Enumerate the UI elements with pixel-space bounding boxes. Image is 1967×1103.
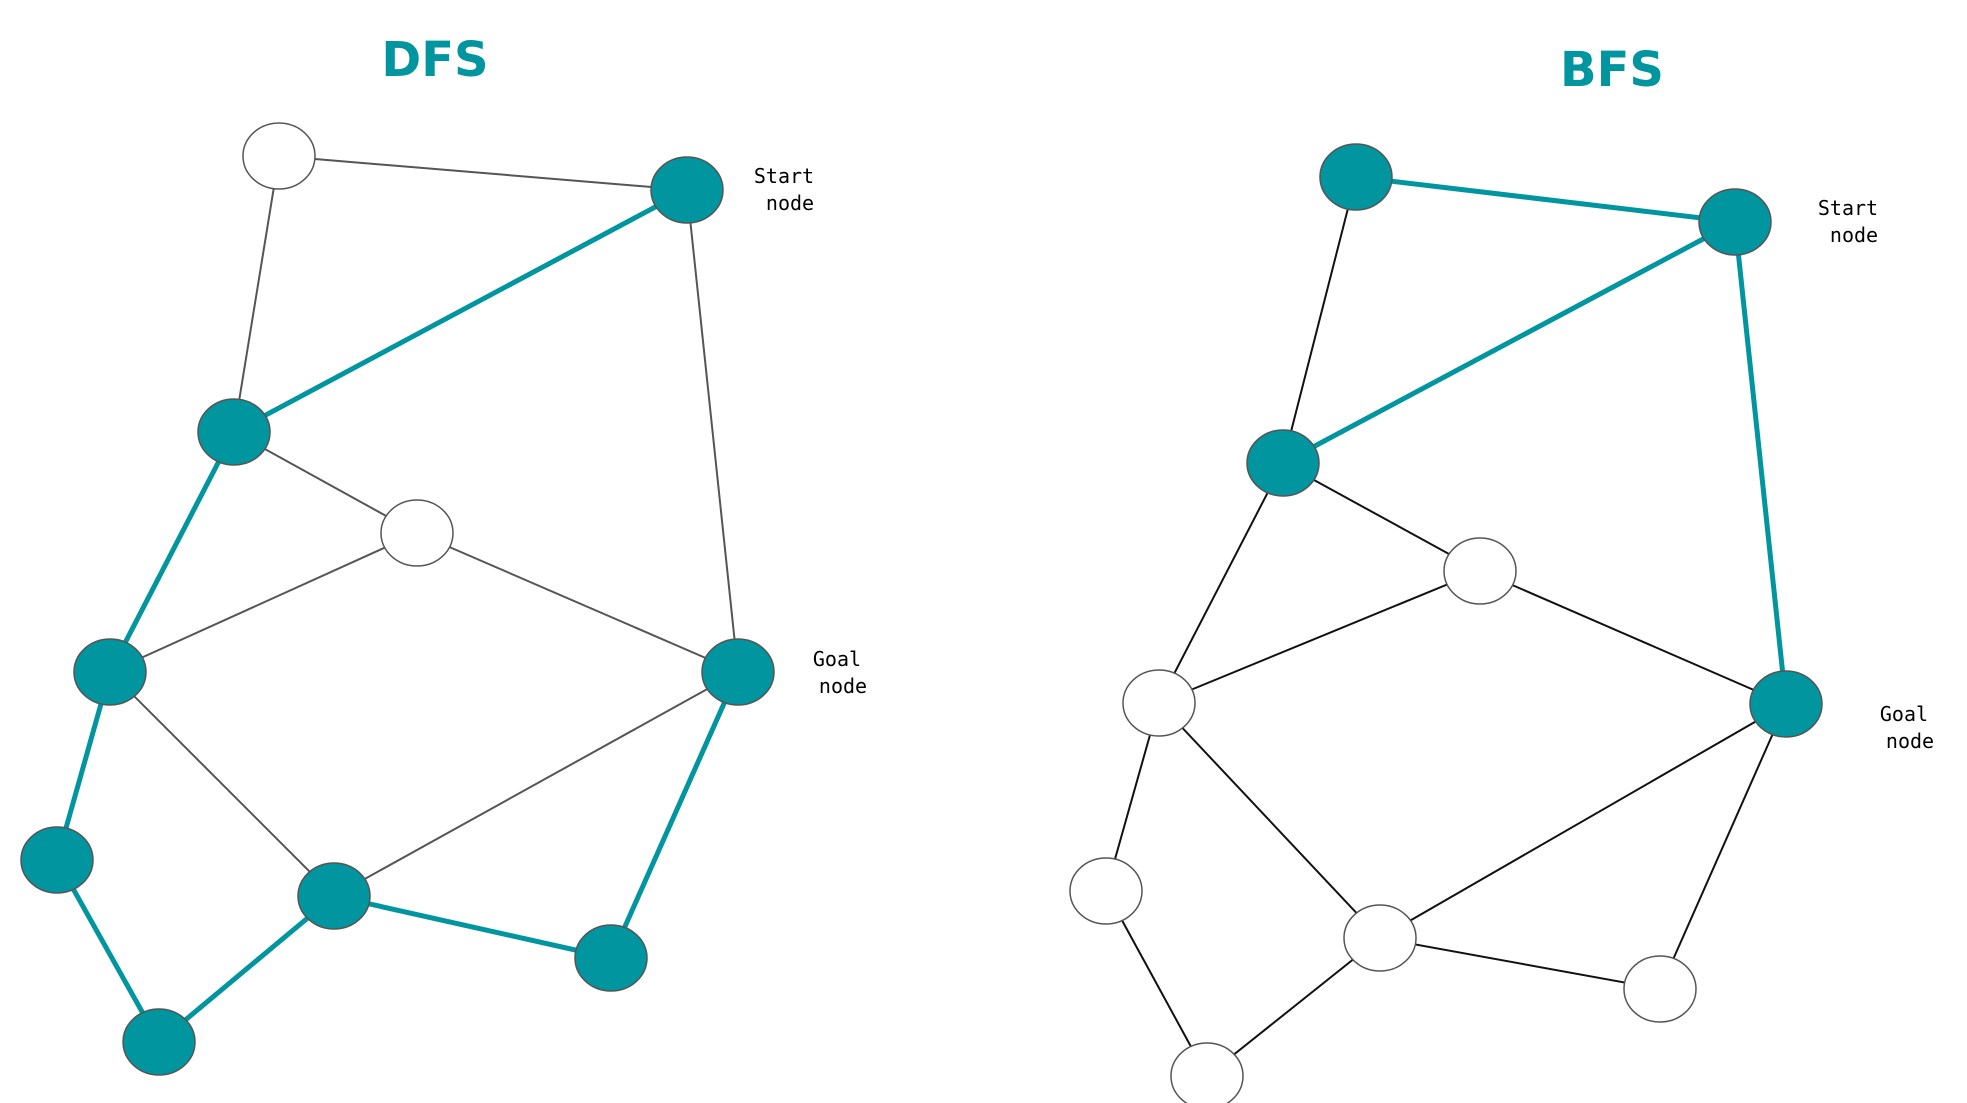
bfs-edge-start-b [1280,219,1738,466]
dfs-node-f [297,862,371,930]
bfs-start-label-line1: Start [1818,196,1878,220]
bfs-node-g [1623,955,1697,1023]
dfs-edge-a-start [278,155,688,191]
dfs-edges [54,155,741,1045]
dfs-edge-a-b [233,155,280,433]
bfs-node-start [1698,188,1772,256]
bfs-title: BFS [1560,42,1664,98]
bfs-node-h [1170,1042,1244,1103]
dfs-node-g [574,924,648,992]
dfs-goal-label: Goal node [813,647,873,698]
dfs-start-label-line2: node [766,191,814,215]
bfs-edge-b-c [1282,462,1481,572]
dfs-edge-e-h [54,857,162,1045]
bfs-edge-c-d [1158,570,1481,704]
bfs-edge-b-d [1158,462,1284,704]
dfs-node-b [197,398,271,466]
dfs-edge-h-f [156,893,337,1045]
dfs-title: DFS [381,32,488,88]
dfs-node-a [242,122,316,190]
bfs-edge-c-goal [1479,570,1787,705]
bfs-edge-h-f [1206,937,1381,1077]
bfs-goal-label: Goal node [1880,702,1940,753]
dfs-node-d [73,638,147,706]
dfs-edge-f-g [331,893,614,961]
bfs-nodes [1069,143,1823,1103]
bfs-edge-start-goal [1732,219,1789,707]
bfs-edge-g-goal [1659,703,1787,990]
dfs-node-goal [701,638,775,706]
bfs-start-label-line2: node [1830,223,1878,247]
dfs-goal-label-line1: Goal [813,647,861,671]
bfs-goal-label-line1: Goal [1880,702,1928,726]
bfs-node-a [1319,143,1393,211]
bfs-panel: BFS Start node Goal node [1069,42,1940,1103]
dfs-edge-g-goal [608,669,741,961]
dfs-edge-start-goal [686,189,739,673]
bfs-node-goal [1749,670,1823,738]
bfs-edge-a-b [1282,176,1357,464]
bfs-edge-f-g [1379,937,1661,990]
bfs-start-label: Start node [1818,196,1890,247]
bfs-node-e [1069,857,1143,925]
bfs-edge-d-f [1158,702,1381,939]
bfs-edges [1105,174,1789,1077]
bfs-edge-f-goal [1379,703,1787,939]
dfs-edge-d-f [109,671,335,897]
dfs-node-start [650,156,724,224]
bfs-goal-label-line2: node [1886,729,1934,753]
dfs-edge-c-goal [416,532,739,673]
bfs-node-f [1343,904,1417,972]
dfs-node-c [380,499,454,567]
dfs-panel: DFS Start node Goal node [20,32,873,1076]
dfs-node-e [20,826,94,894]
dfs-node-h [122,1008,196,1076]
bfs-node-c [1443,537,1517,605]
dfs-nodes [20,122,775,1076]
bfs-edge-a-start [1353,174,1738,225]
dfs-edge-f-goal [333,671,739,897]
dfs-edge-start-b [231,187,690,435]
dfs-goal-label-line2: node [819,674,867,698]
dfs-edge-b-d [107,429,237,675]
bfs-node-b [1246,429,1320,497]
dfs-start-label: Start node [754,164,826,215]
bfs-edge-e-h [1105,890,1208,1077]
dfs-edge-c-d [109,532,418,673]
bfs-node-d [1122,669,1196,737]
dfs-start-label-line1: Start [754,164,814,188]
